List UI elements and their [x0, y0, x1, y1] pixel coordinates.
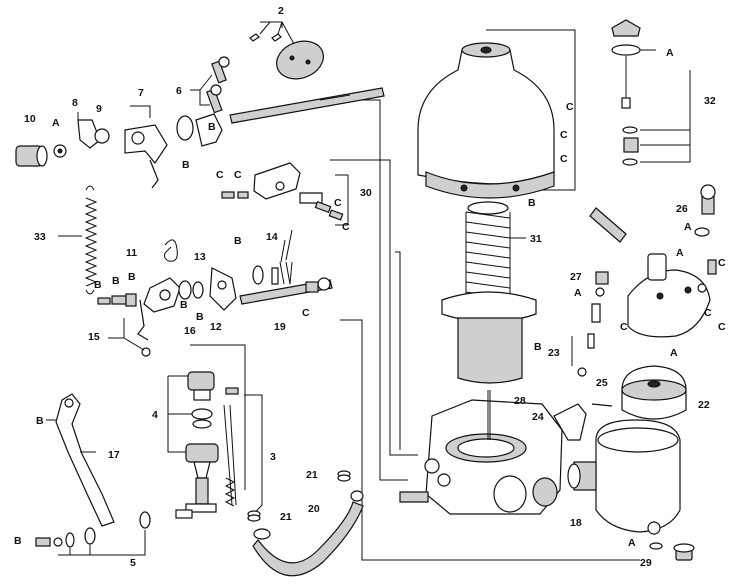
float-22: [621, 365, 687, 420]
callout-28: 28: [514, 395, 526, 407]
letter-labels: A A A A A A A B B B B B B B B B B B B C …: [14, 47, 726, 549]
routing-lines: [190, 29, 640, 561]
callout-16: 16: [184, 325, 196, 337]
letter-callout-b: B: [112, 275, 120, 287]
letter-callout-c: C: [566, 101, 574, 113]
callout-25: 25: [596, 377, 608, 389]
return-spring-33: [58, 185, 98, 295]
piston-spring-31: [465, 201, 526, 300]
float-chamber-lid: [589, 184, 717, 338]
bracket-part-30: [221, 162, 349, 226]
callout-26: 26: [676, 203, 688, 215]
letter-callout-b: B: [534, 341, 542, 353]
letter-callout-b: B: [180, 299, 188, 311]
callout-21b: 21: [280, 511, 292, 523]
pivot-24-25: [553, 403, 613, 441]
callout-30: 30: [360, 187, 372, 199]
callout-32: 32: [704, 95, 716, 107]
choke-lever-17: [46, 393, 115, 527]
letter-callout-c: C: [216, 169, 224, 181]
callout-2: 2: [278, 5, 284, 17]
letter-callout-a: A: [684, 221, 692, 233]
letter-callout-b: B: [234, 235, 242, 247]
letter-callout-a: A: [574, 287, 582, 299]
callout-22: 22: [698, 399, 710, 411]
letter-callout-c: C: [718, 257, 726, 269]
callout-33: 33: [34, 231, 46, 243]
clips-21: [247, 470, 351, 522]
carburettor-body: [399, 390, 563, 515]
suction-chamber: [417, 42, 555, 199]
callout-27: 27: [570, 271, 582, 283]
callout-14: 14: [266, 231, 278, 243]
levers-group: [15, 105, 223, 189]
damper-32: [611, 19, 691, 166]
callout-10: 10: [24, 113, 36, 125]
callout-23: 23: [548, 347, 560, 359]
linkage-group: [97, 239, 237, 357]
callout-19: 19: [274, 321, 286, 333]
letter-callout-a: A: [670, 347, 678, 359]
callout-12: 12: [210, 321, 222, 333]
hose-20: [252, 490, 364, 577]
letter-callout-a: A: [52, 117, 60, 129]
screws-part-6: [190, 56, 230, 114]
letter-callout-a: A: [676, 247, 684, 259]
letter-callout-b: B: [128, 271, 136, 283]
letter-callout-c: C: [334, 197, 342, 209]
callout-6: 6: [176, 85, 182, 97]
letter-callout-c: C: [620, 321, 628, 333]
callout-21a: 21: [306, 469, 318, 481]
callout-17: 17: [108, 449, 120, 461]
letter-callout-c: C: [560, 153, 568, 165]
callout-5: 5: [130, 557, 136, 569]
callout-20: 20: [308, 503, 320, 515]
drain-plug-29: [649, 542, 695, 561]
float-bowl: [567, 419, 681, 535]
letter-callout-c: C: [302, 307, 310, 319]
spring-14-and-rod-19: [239, 229, 333, 305]
callout-31: 31: [530, 233, 542, 245]
needle-valve-23: [571, 271, 609, 377]
letter-callout-c: C: [342, 221, 350, 233]
jet-assembly-4: [167, 371, 219, 513]
letter-callout-a: A: [666, 47, 674, 59]
callout-15: 15: [88, 331, 100, 343]
letter-callout-b: B: [36, 415, 44, 427]
callout-13: 13: [194, 251, 206, 263]
letter-callout-c: C: [718, 321, 726, 333]
callout-labels: 2 6 7 8 9 10 30 33 11 13 14 15 16 12 19 …: [24, 5, 716, 569]
letter-callout-a: A: [628, 537, 636, 549]
letter-callout-b: B: [208, 121, 216, 133]
callout-3: 3: [270, 451, 276, 463]
letter-callout-b: B: [196, 311, 204, 323]
callout-8: 8: [72, 97, 78, 109]
washer-row-5: [35, 509, 193, 556]
letter-callout-c: C: [560, 129, 568, 141]
callout-7: 7: [138, 87, 144, 99]
letter-callout-b: B: [528, 197, 536, 209]
callout-18: 18: [570, 517, 582, 529]
callout-11: 11: [126, 247, 137, 259]
callout-9: 9: [96, 103, 102, 115]
letter-callout-c: C: [704, 307, 712, 319]
letter-callout-b: B: [94, 279, 102, 291]
letter-callout-b: B: [14, 535, 22, 547]
jet-tube-3: [223, 387, 263, 521]
cover-plate-part: [249, 21, 324, 80]
throttle-spindle: [229, 87, 385, 124]
callout-29: 29: [640, 557, 652, 569]
piston: [441, 291, 537, 384]
letter-callout-b: B: [182, 159, 190, 171]
letter-callout-c: C: [234, 169, 242, 181]
callout-24: 24: [532, 411, 544, 423]
callout-4: 4: [152, 409, 158, 421]
